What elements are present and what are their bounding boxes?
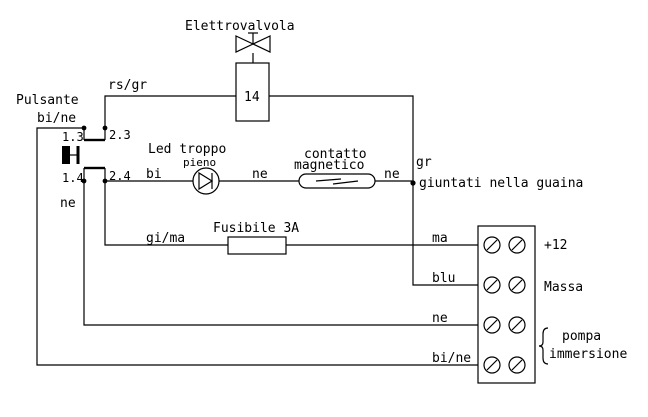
wire-label-ne-term: ne	[432, 311, 448, 326]
contact-label-23: 2.3	[109, 128, 131, 142]
screw-terminal-icon	[483, 236, 501, 254]
wire-label-bi-ne-button: bi/ne	[37, 111, 76, 126]
contact-label-13: 1.3	[62, 130, 84, 144]
pump-label-line2: immersione	[549, 347, 627, 362]
contact-label-14: 1.4	[62, 171, 84, 185]
fuse-title: Fusibile 3A	[213, 221, 299, 236]
wire-label-ne-button: ne	[60, 196, 76, 211]
terminal-label-plus12: +12	[544, 238, 567, 253]
wire-label-bi-ne-term: bi/ne	[432, 351, 471, 366]
screw-terminal-icon	[483, 276, 501, 294]
curly-brace-icon	[538, 327, 549, 365]
screw-terminal-icon	[508, 236, 526, 254]
reed-subtitle: magnetico	[294, 158, 364, 173]
terminal-label-massa: Massa	[544, 280, 583, 295]
wire-gi-ma	[104, 181, 228, 246]
push-button-icon	[62, 138, 105, 170]
reed-switch-icon	[298, 173, 376, 189]
reed-title: contatto	[304, 147, 367, 162]
screw-terminal-icon	[508, 316, 526, 334]
led-title: Led troppo	[148, 142, 226, 157]
contact-dot-24	[102, 178, 108, 184]
led-diode-icon	[192, 167, 220, 195]
wire-label-ne-reed: ne	[384, 167, 400, 182]
wire-bi-ne-pump	[36, 127, 478, 366]
junction-dots	[81, 125, 416, 186]
labels: Elettrovalvola 14 rs/gr Pulsante bi/ne 1…	[16, 19, 627, 366]
contact-dot-14	[81, 178, 87, 184]
wire-label-gr: gr	[416, 155, 432, 170]
contact-dot-13	[81, 125, 87, 131]
valve-bowtie-icon	[235, 32, 271, 53]
screw-terminal-icon	[483, 316, 501, 334]
contact-dot-23	[102, 125, 108, 131]
wire-label-rs-gr: rs/gr	[108, 78, 147, 93]
wire-label-ma: ma	[432, 231, 448, 246]
led-subtitle: pieno	[183, 156, 216, 169]
button-title: Pulsante	[16, 93, 79, 108]
screw-terminals	[483, 236, 526, 374]
wire-ne-pump	[83, 181, 478, 326]
screw-terminal-icon	[508, 276, 526, 294]
fuse-icon	[227, 236, 287, 255]
valve-title: Elettrovalvola	[185, 19, 295, 34]
wire-blu	[412, 183, 478, 286]
valve-coil-box	[235, 62, 270, 122]
wire-label-bi: bi	[146, 167, 162, 182]
screw-terminal-icon	[508, 356, 526, 374]
pump-label-line1: pompa	[562, 329, 601, 344]
splice-note: giuntati nella guaina	[419, 176, 583, 191]
valve-number: 14	[244, 90, 260, 105]
contact-label-24: 2.4	[109, 169, 131, 183]
wire-label-gi-ma: gi/ma	[146, 231, 185, 246]
junction-dot	[410, 180, 416, 186]
wire-label-ne-led: ne	[252, 167, 268, 182]
wire-label-blu: blu	[432, 271, 455, 286]
screw-terminal-icon	[483, 356, 501, 374]
